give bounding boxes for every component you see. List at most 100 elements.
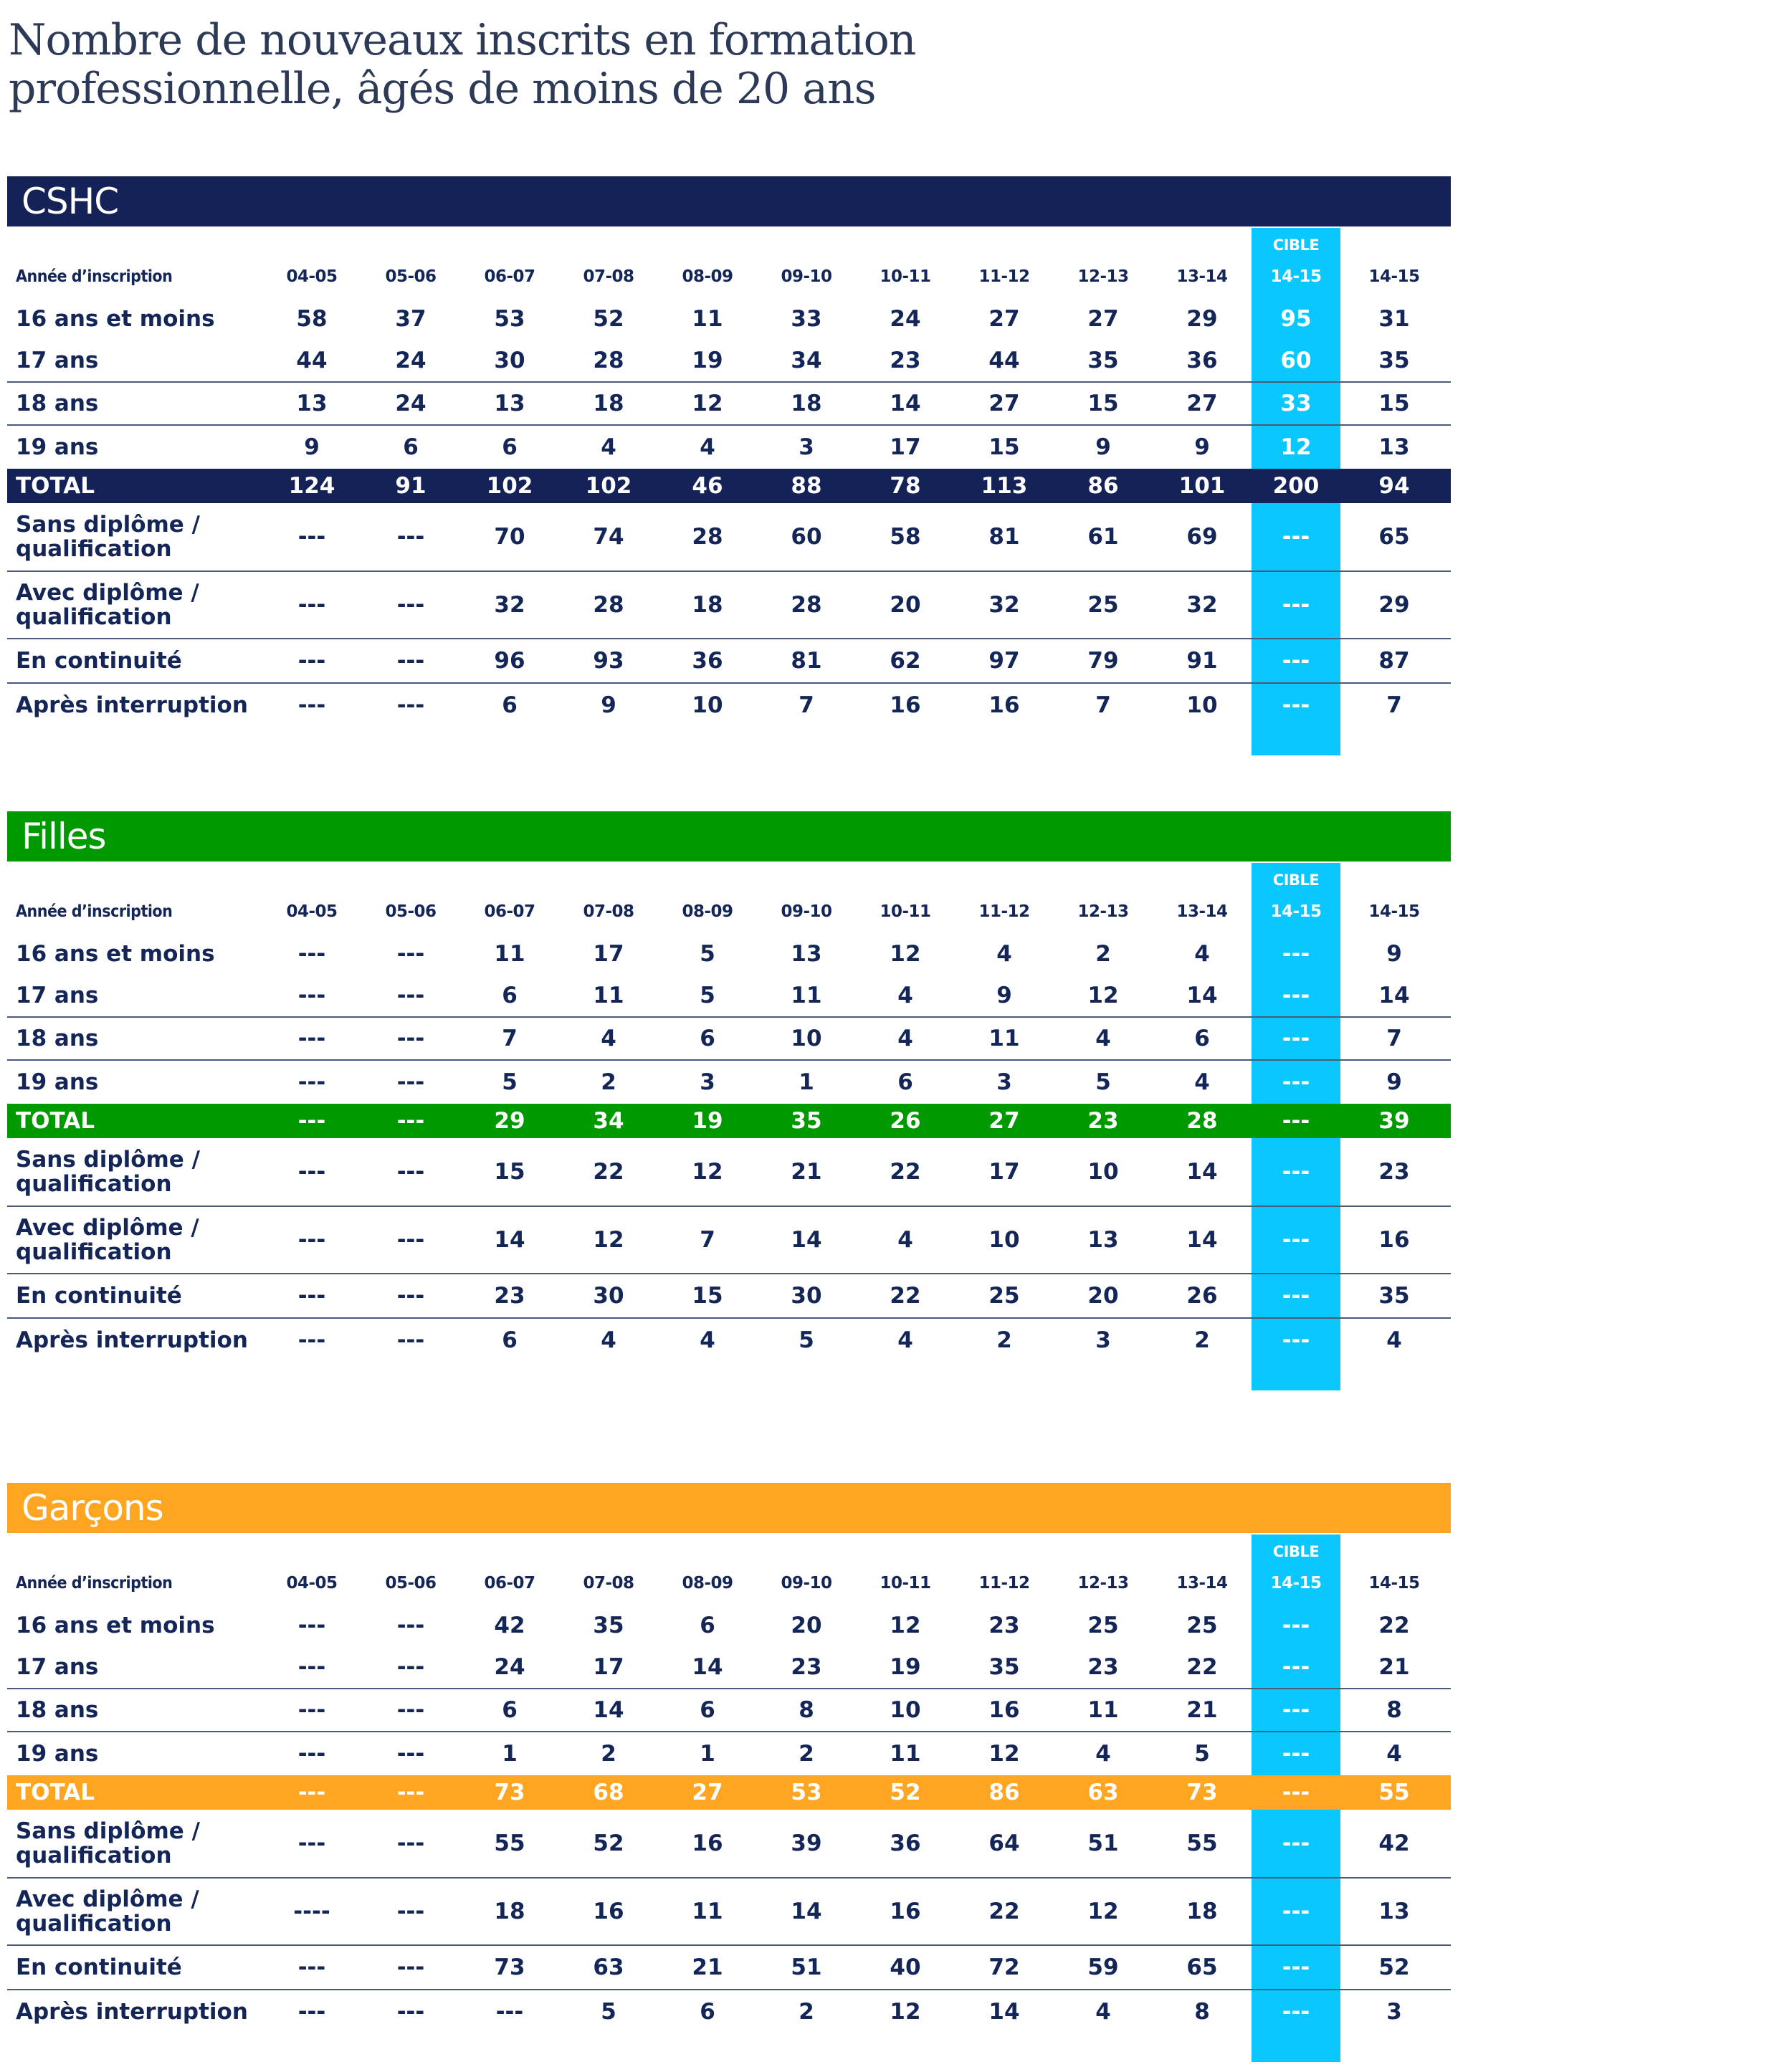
table-cell: 14: [692, 1654, 723, 1680]
table-cell: 93: [593, 648, 624, 674]
table-cell: 23: [1087, 1108, 1119, 1134]
table-cell: ---: [297, 1108, 326, 1134]
table-cell: 5: [1095, 1069, 1111, 1095]
table-cell: 88: [791, 473, 822, 499]
table-cell: ---: [297, 1613, 326, 1638]
table-cell: 6: [700, 1613, 715, 1638]
table-cell: ---: [1282, 1697, 1310, 1723]
row-label: 19 ans: [16, 434, 99, 460]
table-cell: 3: [996, 1069, 1012, 1095]
table-cell: 12: [1087, 983, 1119, 1008]
table-cell: ---: [297, 1327, 326, 1353]
page-title: Nombre de nouveaux inscrits en formation…: [9, 16, 1227, 113]
table-cell: ---: [396, 1830, 425, 1856]
table-cell: ---: [396, 1026, 425, 1051]
table-cell: ---: [297, 941, 326, 967]
table-cell: 10: [692, 692, 723, 718]
table-cell: 4: [601, 1327, 616, 1353]
table-cell: 28: [692, 524, 723, 550]
table-cell: 1: [502, 1741, 518, 1767]
table-cell: 124: [288, 473, 335, 499]
row-header-label: Année d’inscription: [16, 267, 173, 286]
table-cell: ---: [396, 1899, 425, 1924]
table-cell: 2: [1095, 941, 1111, 967]
row-label: En continuité: [16, 1283, 182, 1309]
column-header: 14-15: [1368, 267, 1420, 286]
row-label: Sans diplôme / qualification: [16, 1818, 200, 1868]
table-cell: 52: [890, 1780, 921, 1805]
column-header: 11-12: [978, 267, 1030, 286]
table-cell: 6: [403, 434, 419, 460]
table-cell: 3: [700, 1069, 715, 1095]
table-cell: 11: [494, 941, 525, 967]
row-label: 17 ans: [16, 348, 99, 373]
table-cell: ---: [1282, 1108, 1310, 1134]
table-cell: 28: [593, 592, 624, 618]
table-cell: 4: [897, 1227, 913, 1253]
table-cell: ---: [1282, 1159, 1310, 1185]
table-cell: 52: [593, 306, 624, 332]
table-cell: 63: [593, 1954, 624, 1980]
table-cell: 31: [1378, 306, 1410, 332]
column-header: 10-11: [880, 267, 931, 286]
page-title-line-2: professionnelle, âgés de moins de 20 ans: [9, 64, 877, 114]
table-cell: 4: [996, 941, 1012, 967]
table-cell: 15: [1087, 391, 1119, 416]
table-cell: 39: [791, 1830, 822, 1856]
table-cell: 14: [1186, 1227, 1218, 1253]
table-cell: 2: [601, 1069, 616, 1095]
table-cell: 10: [1087, 1159, 1119, 1185]
table-cell: 13: [1378, 434, 1410, 460]
table-cell: 32: [1186, 592, 1218, 618]
table-cell: 86: [1087, 473, 1119, 499]
table-cell: 10: [1186, 692, 1218, 718]
table-cell: 73: [494, 1954, 525, 1980]
table-cell: 13: [296, 391, 328, 416]
table-cell: 10: [791, 1026, 822, 1051]
table-cell: 11: [692, 1899, 723, 1924]
column-header: 04-05: [286, 1574, 338, 1593]
table-cell: 36: [692, 648, 723, 674]
table-cell: 4: [1095, 1999, 1111, 2025]
table-cell: 59: [1087, 1954, 1119, 1980]
table-cell: 74: [593, 524, 624, 550]
table-cell: 16: [890, 692, 921, 718]
table-cell: 24: [890, 306, 921, 332]
table-cell: 16: [692, 1830, 723, 1856]
table-cell: 69: [1186, 524, 1218, 550]
table-cell: 8: [799, 1697, 814, 1723]
column-header: 06-07: [484, 902, 535, 921]
table-cell: 25: [1186, 1613, 1218, 1638]
column-header: 05-06: [385, 1574, 437, 1593]
table-cell: 6: [502, 1327, 518, 1353]
table-cell: 17: [890, 434, 921, 460]
table-cell: 95: [1280, 306, 1312, 332]
table-cell: ---: [1282, 1741, 1310, 1767]
table-cell: 36: [890, 1830, 921, 1856]
table-cell: 24: [494, 1654, 525, 1680]
table-cell: ---: [297, 1159, 326, 1185]
table-cell: ---: [1282, 1780, 1310, 1805]
row-label: 18 ans: [16, 391, 99, 416]
table-cell: 10: [890, 1697, 921, 1723]
table-cell: 102: [486, 473, 533, 499]
table-cell: 30: [593, 1283, 624, 1309]
table-cell: 42: [494, 1613, 525, 1638]
table-cell: 97: [988, 648, 1020, 674]
column-header: 06-07: [484, 267, 535, 286]
table-cell: 24: [395, 391, 426, 416]
table-cell: 2: [996, 1327, 1012, 1353]
table-cell: 19: [692, 1108, 723, 1134]
table-cell: ---: [1282, 1830, 1310, 1856]
table-cell: ---: [297, 1283, 326, 1309]
column-header: 13-14: [1176, 902, 1228, 921]
